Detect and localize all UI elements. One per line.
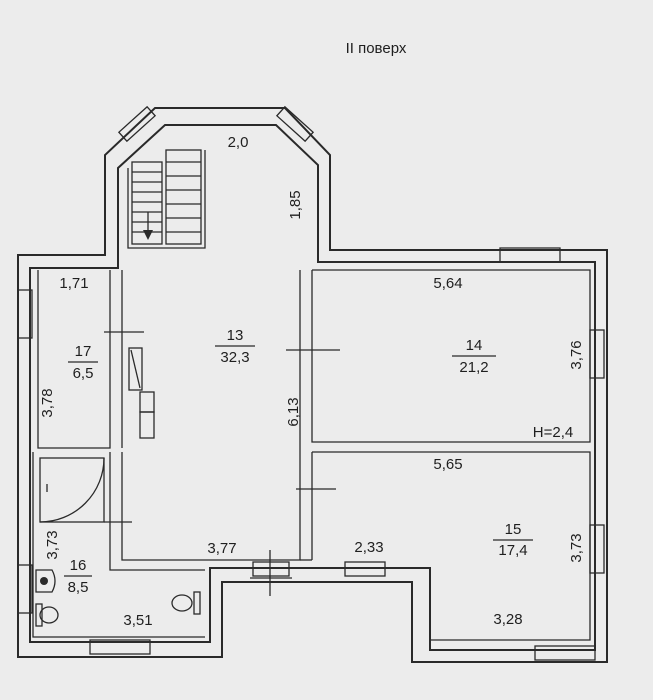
stair-arrow-icon: [143, 230, 153, 240]
room-number: 16: [70, 557, 87, 574]
dim-room16-height: 3,73: [44, 530, 61, 559]
dim-room13-height: 6,13: [285, 397, 302, 426]
room-area: 21,2: [459, 359, 488, 376]
cabinet: [128, 347, 155, 439]
staircase: [131, 149, 202, 245]
door-marks: [104, 331, 340, 596]
room-16-label: 16 8,5: [64, 557, 92, 596]
dim-room17-width: 1,71: [59, 275, 88, 292]
room-number: 15: [505, 521, 522, 538]
toilet-icon: [171, 591, 201, 615]
dim-room15-width: 5,65: [433, 456, 462, 473]
dim-room17-height: 3,78: [39, 388, 56, 417]
outer-walls: [17, 107, 608, 663]
dim-room15-inner: 2,33: [354, 539, 383, 556]
dim-room15-bottom: 3,28: [493, 611, 522, 628]
room-area: 17,4: [498, 542, 527, 559]
windows: [17, 105, 605, 661]
room-14-label: 14 21,2: [452, 337, 496, 376]
room-13-label: 13 32,3: [215, 327, 255, 366]
ceiling-height: H=2,4: [533, 424, 573, 441]
shower: [39, 457, 105, 523]
dim-bay-top: 2,0: [228, 134, 249, 151]
room-15-label: 15 17,4: [493, 521, 533, 559]
sink-icon: [35, 569, 56, 593]
toilet-icon: [35, 603, 59, 627]
room-number: 17: [75, 343, 92, 360]
room-area: 8,5: [68, 579, 89, 596]
dim-room15-height: 3,73: [568, 533, 585, 562]
room-area: 6,5: [73, 365, 94, 382]
room-number: 14: [466, 337, 483, 354]
dim-room14-width: 5,64: [433, 275, 462, 292]
dim-room16-width: 3,51: [123, 612, 152, 629]
room-number: 13: [227, 327, 244, 344]
dimension-labels: 2,0 1,85 1,71 3,78 6,13 3,77 5,64 3,76 H…: [39, 134, 585, 629]
dim-room13-bottom: 3,77: [207, 540, 236, 557]
room-17-label: 17 6,5: [68, 343, 98, 382]
plan-title: II поверх: [346, 40, 407, 57]
room-area: 32,3: [220, 349, 249, 366]
dim-bay-side: 1,85: [287, 190, 304, 219]
dim-room14-height: 3,76: [568, 340, 585, 369]
